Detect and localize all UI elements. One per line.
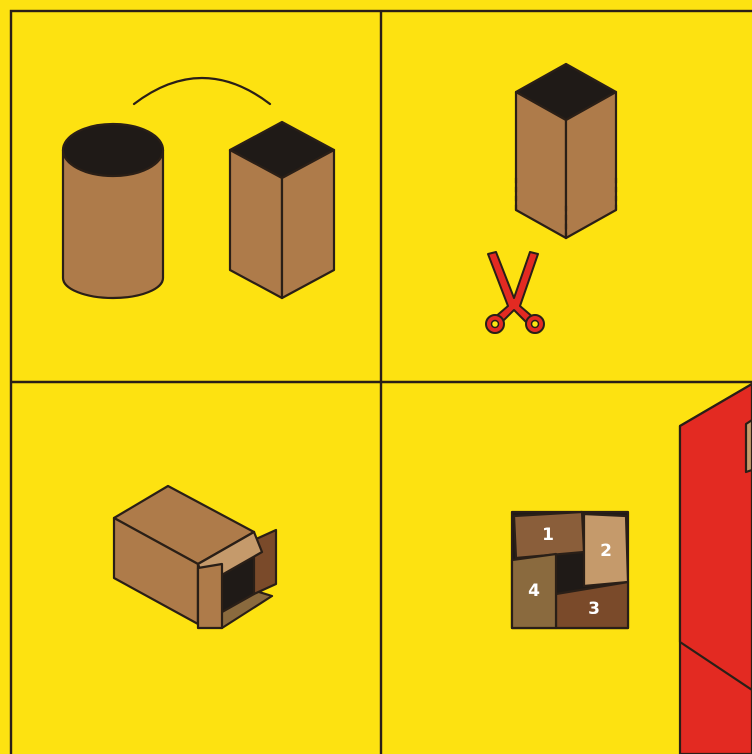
panel-step-open-flaps (112, 484, 278, 630)
panel-step-cut-box (485, 62, 618, 334)
flap-4 (510, 552, 558, 630)
connector-arc (132, 77, 272, 106)
scissors-icon (485, 251, 545, 334)
flap-label-4: 4 (528, 581, 540, 601)
flap-square: 1 2 3 4 (510, 510, 630, 630)
cut-box (514, 62, 618, 240)
open-box (112, 484, 278, 630)
red-box (678, 382, 752, 754)
flap-label-3: 3 (588, 599, 600, 619)
tall-box (228, 120, 336, 300)
panel-dividers (9, 9, 752, 754)
cylinder (61, 122, 165, 300)
flap-label-1: 1 (542, 525, 554, 545)
flap-label-2: 2 (600, 541, 612, 561)
panel-step-compare-shapes (61, 77, 336, 300)
panel-step-fold-flaps: 1 2 3 4 (510, 382, 752, 754)
